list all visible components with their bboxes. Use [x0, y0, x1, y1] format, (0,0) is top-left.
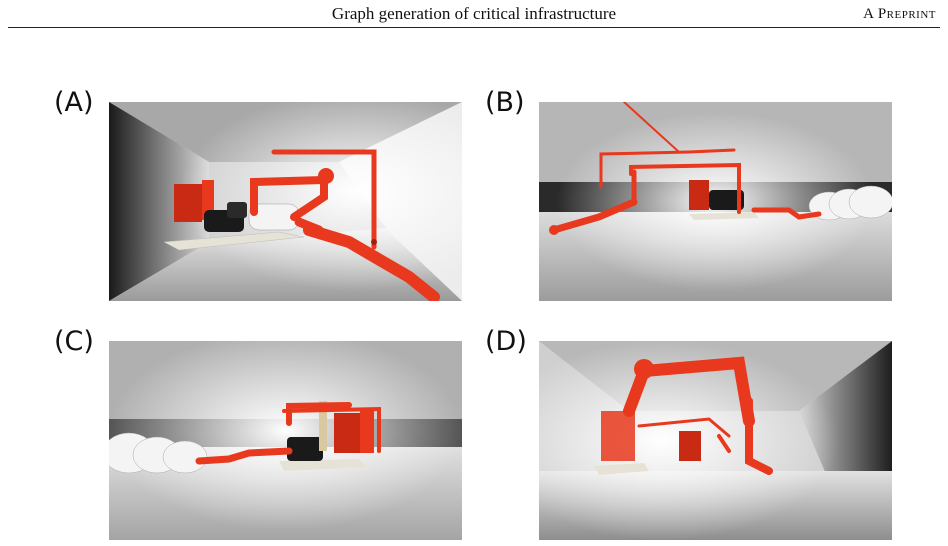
panel-label-d: (D) [485, 326, 527, 357]
render-image-d [539, 341, 892, 540]
panel-label-a: (A) [54, 87, 94, 118]
running-title: Graph generation of critical infrastruct… [331, 4, 617, 23]
header-rule [8, 27, 940, 28]
render-image-a [109, 102, 462, 301]
render-image-b [539, 102, 892, 301]
panel-label-c: (C) [54, 326, 94, 357]
panel-label-b: (B) [485, 87, 525, 118]
preprint-label: A Preprint [863, 6, 936, 22]
render-image-c [109, 341, 462, 540]
